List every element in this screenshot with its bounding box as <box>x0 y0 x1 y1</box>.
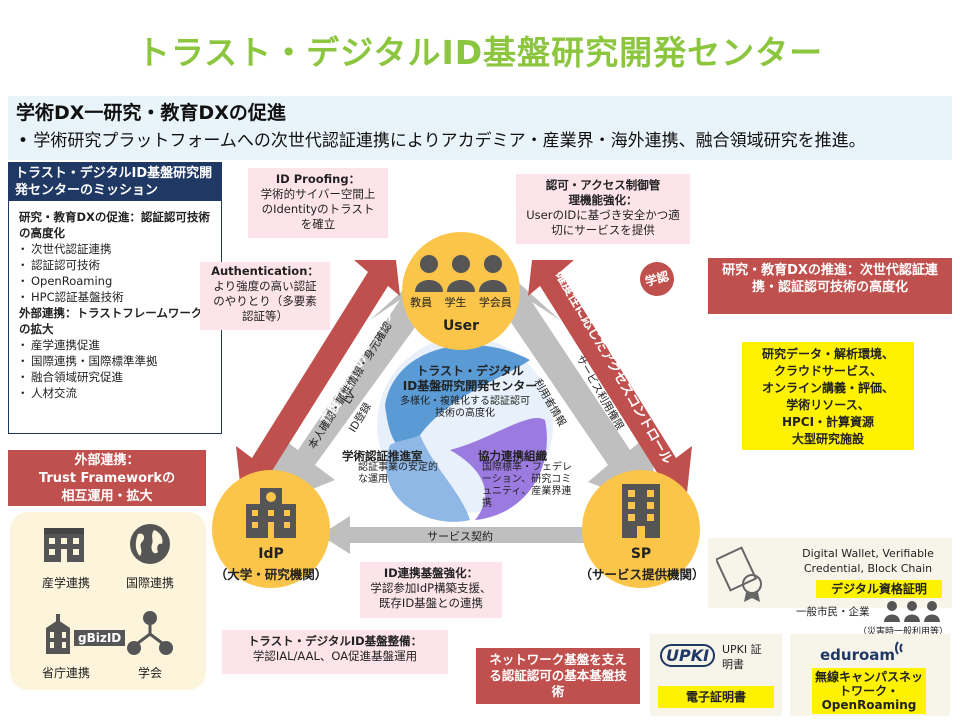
external-header-line: 外部連携： <box>74 453 140 468</box>
user-role-label: 学会員 <box>478 296 512 309</box>
digital-credential-text: Digital Wallet, Verifiable Credential, B… <box>802 547 934 575</box>
center-swirl <box>377 337 553 522</box>
red-arrow-left <box>236 260 400 502</box>
digital-credential-card: Digital Wallet, Verifiable Credential, B… <box>708 538 952 608</box>
citizens-label: 一般市民・企業 <box>796 606 870 618</box>
center-left-text: 認証事業の安定的な運用 <box>358 462 438 485</box>
upki-card: UPKI UPKI 証明書 電子証明書 <box>650 634 782 716</box>
promotion-heading: 学術DX一研究・教育DXの促進 <box>16 102 286 124</box>
center-title-line: ID基盤研究開発センター <box>402 379 538 393</box>
mission-item: 国際連携・国際標準準拠 <box>17 353 211 369</box>
service-item: 大型研究施設 <box>791 432 864 446</box>
sp-sublabel: （サービス提供機関） <box>579 567 705 582</box>
center-top-text: 多様化・複雑化する認証認可技術の高度化 <box>400 396 530 419</box>
callout-title: 認可・アクセス制御管理機能強化： <box>545 178 661 207</box>
center-right-text: 国際標準・フェデレーション、研究コミュニティ、産業界連携 <box>482 462 572 509</box>
user-node: 教員 学生 学会員 User <box>402 232 520 350</box>
authentication-callout: Authentication： より強度の高い認証のやりとり（多要素認証等） <box>200 262 330 330</box>
idp-label: IdP <box>258 546 284 562</box>
center-title: トラスト・デジタル ID基盤研究開発センター <box>380 364 560 394</box>
user-label: User <box>442 318 480 334</box>
citizens-note: （災害時一般利用等） <box>858 627 949 637</box>
mission-item: OpenRoaming <box>17 273 211 289</box>
mission-box: トラスト・デジタルID基盤研究開発センターのミッション 研究・教育DXの促進：認… <box>8 162 222 434</box>
external-header-line: Trust Frameworkの <box>38 471 176 486</box>
dx-promotion-header: 研究・教育DXの推進：次世代認証連携・認証認可技術の高度化 <box>708 258 952 314</box>
callout-body: 学認IAL/AAL、OA促進基盤運用 <box>252 649 418 663</box>
university-building-icon <box>246 488 296 538</box>
callout-title: トラスト・デジタルID基盤整備： <box>247 634 423 648</box>
eduroam-logo: eduroam <box>820 646 896 664</box>
promotion-bullet: • 学術研究プラットフォームへの次世代認証連携によりアカデミア・産業界・海外連携… <box>18 131 866 151</box>
external-item-label: 省庁連携 <box>41 666 90 680</box>
government-building-icon <box>46 614 70 654</box>
external-header-line: 相互運用・拡大 <box>61 489 153 504</box>
red-arrow-right <box>528 260 692 502</box>
user-role-label: 学生 <box>444 296 467 309</box>
external-item-label: 国際連携 <box>125 576 174 590</box>
mission-section-2: 外部連携：トラストフレームワークの拡大 <box>19 306 203 336</box>
eduroam-card: eduroam 無線キャンパスネットワーク・OpenRoaming <box>790 634 950 716</box>
service-item: オンライン講義・評価、 <box>761 381 894 395</box>
eduroam-label: 無線キャンパスネットワーク・OpenRoaming <box>812 668 926 714</box>
mission-item: 人材交流 <box>17 385 211 401</box>
id-proofing-callout: ID Proofing： 学術的サイバー空間上のIdentityのトラストを確立 <box>248 168 388 238</box>
authorization-callout: 認可・アクセス制御管理機能強化： UserのIDに基づき安全かつ適切にサービスを… <box>516 174 690 244</box>
user-role-label: 教員 <box>410 296 433 309</box>
idp-sublabel: （大学・研究機関） <box>214 567 328 582</box>
mission-section-1: 研究・教育DXの促進：認証認可技術の高度化 <box>19 210 210 240</box>
callout-title: ID Proofing： <box>275 172 361 186</box>
external-item-label: 学会 <box>137 666 162 680</box>
external-collaboration-header: 外部連携： Trust Frameworkの 相互運用・拡大 <box>8 450 206 506</box>
sp-node <box>582 470 700 588</box>
id-federation-callout: ID連携基盤強化： 学認参加IdP構築支援、既存ID基盤との連携 <box>360 562 502 618</box>
callout-body: UserのIDに基づき安全かつ適切にサービスを提供 <box>526 208 680 237</box>
people-network-icon <box>127 611 173 655</box>
grey-arrow-bottom-label: サービス契約 <box>427 530 493 543</box>
upki-text: UPKI 証明書 <box>722 643 762 671</box>
mission-item: 次世代認証連携 <box>17 241 211 257</box>
callout-title: ID連携基盤強化： <box>383 566 479 580</box>
grey-arrow-left <box>260 275 424 510</box>
upki-label: 電子証明書 <box>658 686 774 708</box>
mission-item: 産学連携促進 <box>17 337 211 353</box>
factory-icon <box>44 528 84 562</box>
service-item: HPCI・計算資源 <box>781 415 875 429</box>
trust-id-callout: トラスト・デジタルID基盤整備： 学認IAL/AAL、OA促進基盤運用 <box>222 630 448 674</box>
upki-logo: UPKI <box>660 644 716 667</box>
callout-body: 学術的サイバー空間上のIdentityのトラストを確立 <box>260 187 376 231</box>
grey-arrow-bottom <box>320 516 620 554</box>
idp-node <box>212 470 330 588</box>
center-right-title: 協力連携組織 <box>478 449 547 463</box>
office-building-icon <box>622 484 660 538</box>
trust-triangle-diagram <box>236 260 692 554</box>
service-item: 学術リソース、 <box>786 398 870 412</box>
promotion-banner: 学術DX一研究・教育DXの促進 • 学術研究プラットフォームへの次世代認証連携に… <box>8 96 952 160</box>
external-item-label: 産学連携 <box>41 576 90 590</box>
center-left-title: 学術認証推進室 <box>342 449 423 463</box>
service-item: 研究データ・解析環境、 <box>761 347 894 361</box>
callout-title: Authentication： <box>211 264 319 278</box>
digital-credential-label: デジタル資格証明 <box>816 580 942 598</box>
network-foundation-box: ネットワーク基盤を支える認証認可の基本基盤技術 <box>476 648 640 704</box>
callout-body: より強度の高い認証のやりとり（多要素認証等） <box>213 279 317 323</box>
wifi-icon <box>895 641 903 655</box>
service-item: クラウドサービス、 <box>773 364 882 378</box>
external-collaboration-panel: 産学連携 国際連携 gBizID 省庁連携 学会 <box>10 512 206 690</box>
mission-header: トラスト・デジタルID基盤研究開発センターのミッション <box>9 163 221 201</box>
research-services-box: 研究データ・解析環境、 クラウドサービス、 オンライン講義・評価、 学術リソース… <box>742 342 914 450</box>
callout-body: 学認参加IdP構築支援、既存ID基盤との連携 <box>370 581 492 610</box>
center-title-line: トラスト・デジタル <box>416 364 524 378</box>
mission-item: HPC認証基盤技術 <box>17 289 211 305</box>
certificate-icon <box>716 546 762 602</box>
sp-label: SP <box>630 546 652 562</box>
mission-item: 融合領域研究促進 <box>17 369 211 385</box>
gbizid-badge: gBizID <box>74 630 126 646</box>
page-title: トラスト・デジタルID基盤研究開発センター <box>136 33 824 72</box>
citizens-icon <box>884 601 940 622</box>
grey-arrow-right <box>506 275 660 510</box>
globe-icon <box>130 524 170 564</box>
mission-item: 認証認可技術 <box>17 257 211 273</box>
users-icon <box>415 255 507 292</box>
